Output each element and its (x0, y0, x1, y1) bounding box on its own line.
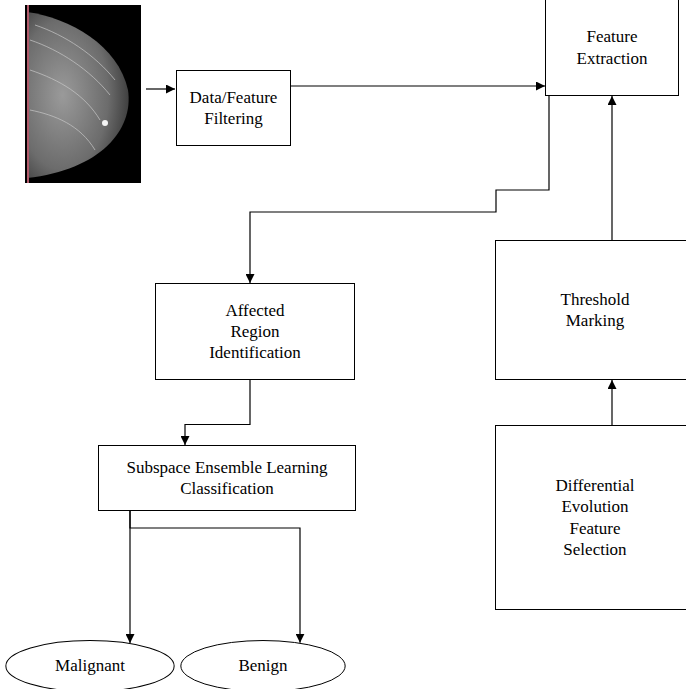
node-label: Threshold Marking (548, 289, 643, 332)
selection-box: Differential Evolution Feature Selection (495, 425, 686, 610)
node-label: Subspace Ensemble Learning Classificatio… (117, 457, 337, 500)
breast-tissue (27, 12, 129, 178)
lesion-spot (102, 120, 108, 126)
region-box: Affected Region Identification (155, 283, 355, 380)
flow-arrow (291, 85, 545, 86)
tissue-strands (30, 25, 115, 150)
chest-wall (27, 5, 29, 183)
filter-box: Data/Feature Filtering (176, 70, 291, 146)
xray-background (25, 5, 141, 183)
node-label: Differential Evolution Feature Selection (545, 475, 645, 560)
flow-arrow (130, 511, 300, 643)
outcome-ellipse: Benign (180, 640, 346, 689)
threshold-box: Threshold Marking (495, 240, 686, 380)
node-label: Malignant (55, 655, 125, 676)
outcome-ellipse: Malignant (5, 640, 175, 689)
extraction-box: Feature Extraction (545, 0, 679, 96)
input-arrow (146, 88, 175, 89)
flow-arrow (611, 380, 612, 425)
node-label: Data/Feature Filtering (184, 87, 284, 130)
flow-arrow (611, 96, 612, 240)
node-label: Benign (238, 655, 287, 676)
node-label: Feature Extraction (562, 26, 662, 69)
node-label: Affected Region Identification (200, 300, 310, 364)
flow-arrow (185, 380, 250, 445)
flow-arrow (129, 511, 130, 643)
classifier-box: Subspace Ensemble Learning Classificatio… (98, 445, 356, 511)
